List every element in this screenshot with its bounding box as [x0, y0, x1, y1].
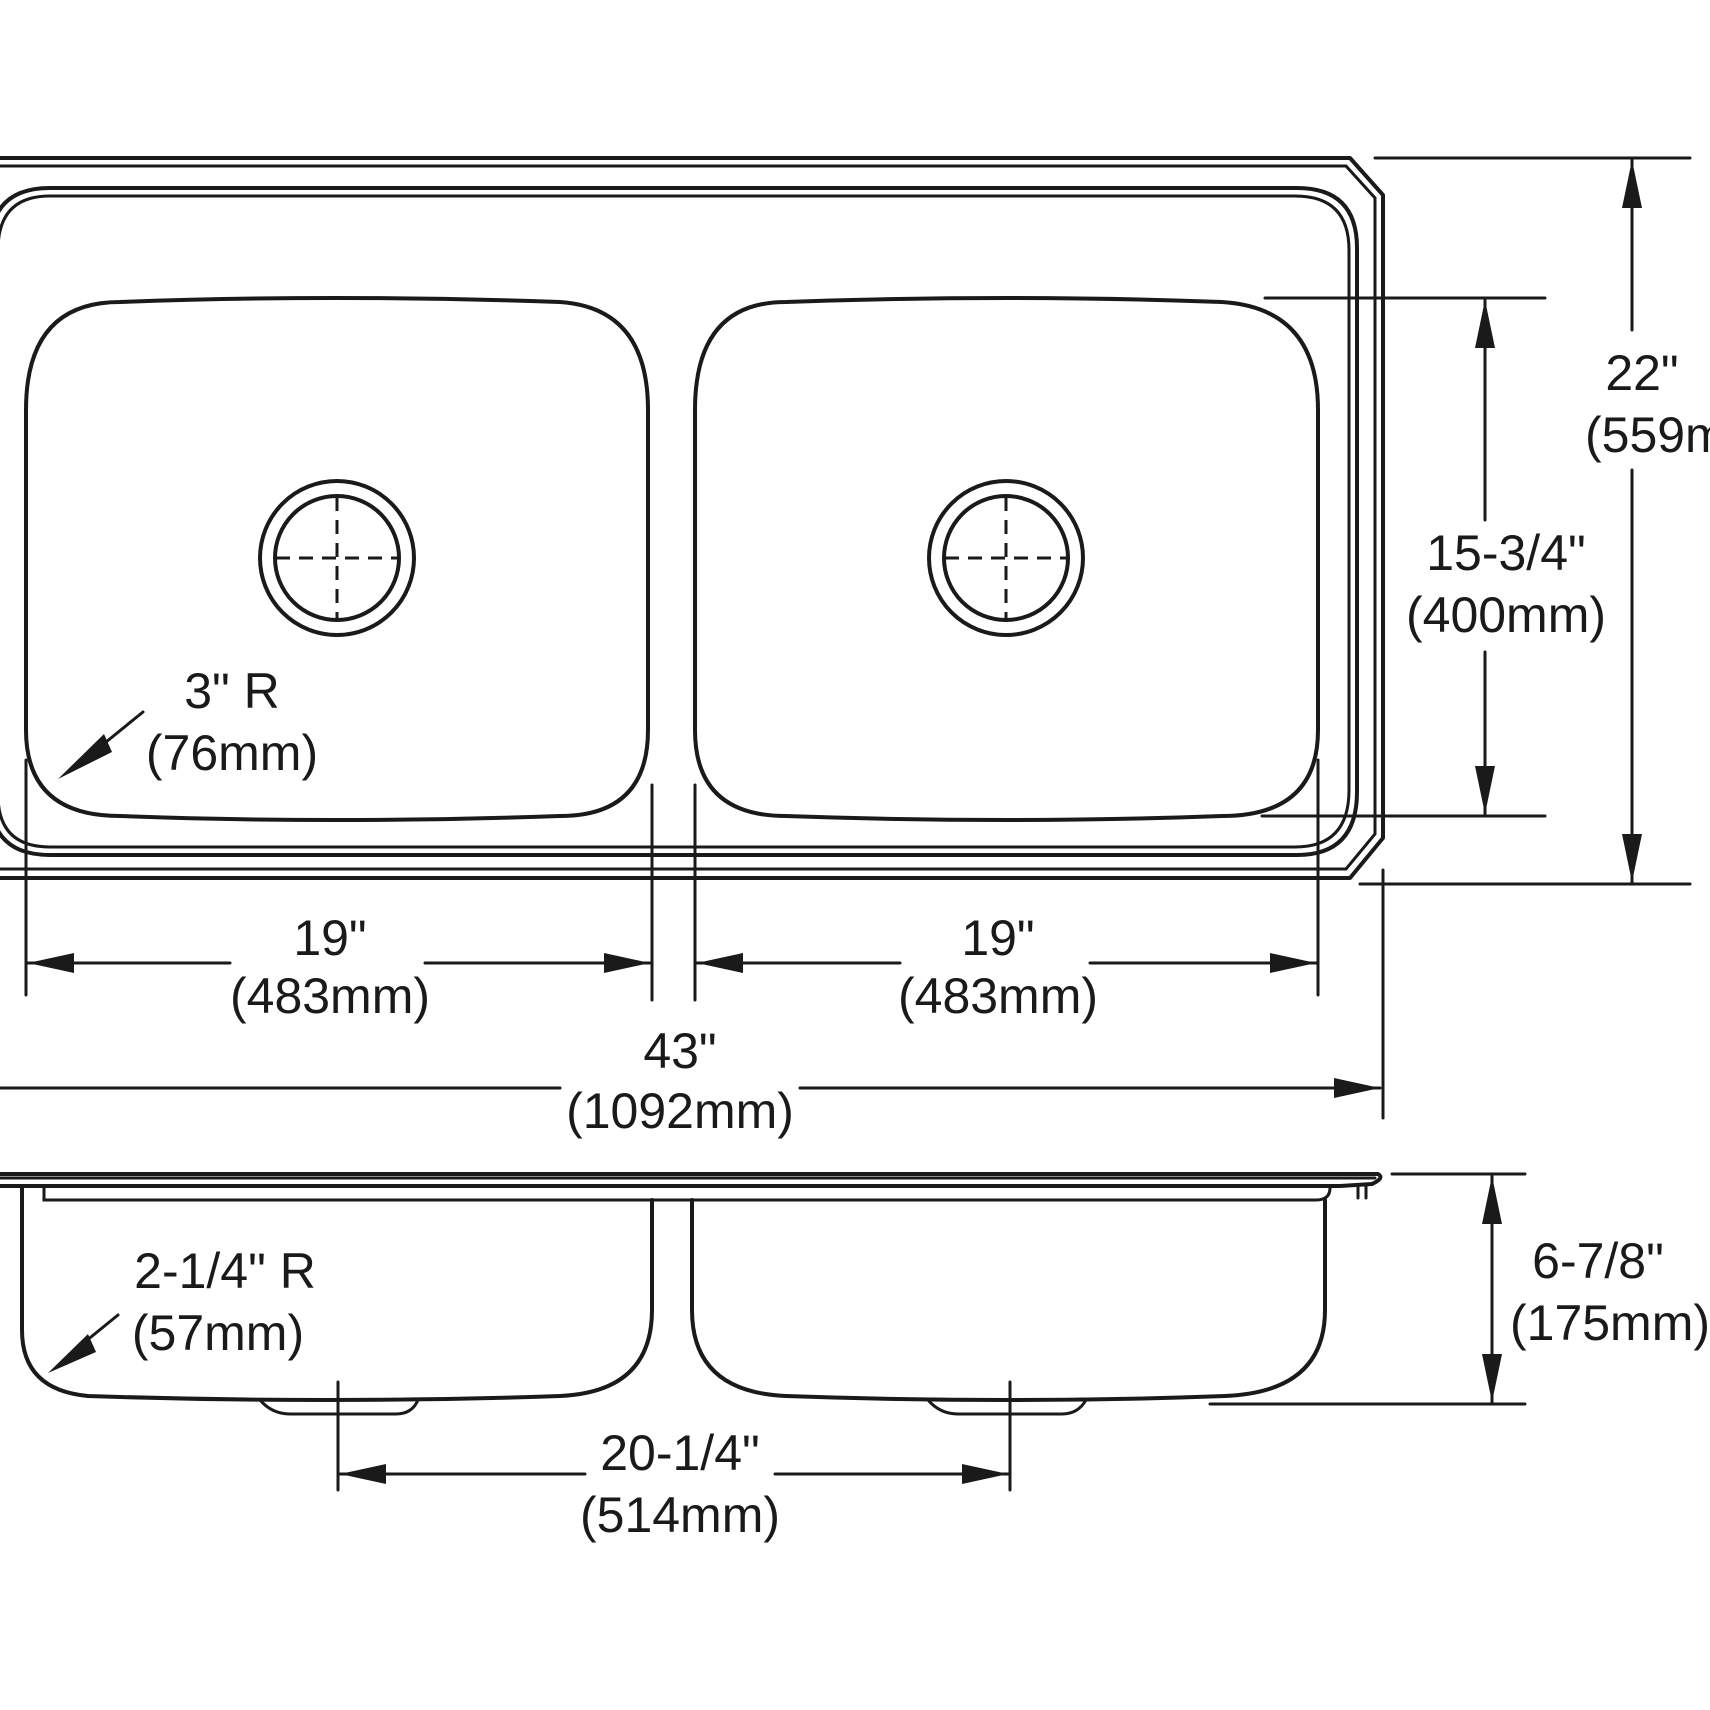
left-bowl-outline	[24, 296, 650, 822]
top-view: 3" R (76mm) 15-3/4" (400mm) 22" (559mm)	[0, 156, 1710, 1139]
right-drain-profile	[926, 1398, 1088, 1416]
corner-radius-leader	[58, 710, 145, 779]
corner-radius-top-metric: (76mm)	[146, 725, 318, 781]
left-drain-profile	[258, 1398, 420, 1416]
right-bowl-width-inches: 19"	[961, 910, 1034, 966]
left-bowl-width-inches: 19"	[293, 910, 366, 966]
bowl-depth-metric: (175mm)	[1510, 1295, 1710, 1351]
left-drain	[258, 479, 416, 637]
overall-depth-metric: (559mm)	[1585, 407, 1710, 463]
overall-width-metric: (1092mm)	[566, 1083, 794, 1139]
left-bowl-profile	[20, 1184, 654, 1402]
corner-radius-side-inches: 2-1/4" R	[134, 1243, 316, 1299]
overall-depth-inches: 22"	[1605, 345, 1678, 401]
bowl-length-dimension	[1260, 296, 1547, 818]
overall-width-inches: 43"	[643, 1023, 716, 1079]
side-radius-leader	[48, 1313, 120, 1373]
side-view: 2-1/4" R (57mm) 6-7/8" (175mm) 20-1/4" (…	[0, 1172, 1710, 1543]
right-bowl-profile	[690, 1198, 1327, 1402]
right-bowl-outline	[693, 296, 1320, 822]
right-bowl-width-dimension	[693, 758, 1320, 1002]
drain-spacing-inches: 20-1/4"	[600, 1425, 760, 1481]
right-bowl-width-metric: (483mm)	[898, 968, 1098, 1024]
sink-deck-edge	[0, 186, 1359, 857]
sink-outer-rim	[0, 156, 1385, 880]
drain-spacing-metric: (514mm)	[580, 1487, 780, 1543]
corner-radius-top-inches: 3" R	[184, 663, 280, 719]
side-inner-flange	[42, 1184, 1302, 1202]
side-rim-lip	[1298, 1186, 1332, 1202]
sink-outer-rim-inner-edge	[0, 164, 1377, 871]
bowl-length-metric: (400mm)	[1406, 587, 1606, 643]
left-bowl-width-metric: (483mm)	[230, 968, 430, 1024]
overall-width-dimension	[0, 868, 1385, 1120]
drain-spacing-dimension	[336, 1380, 1012, 1492]
overall-depth-dimension	[1358, 156, 1692, 886]
sink-deck-edge-inner	[0, 194, 1351, 849]
bowl-length-inches: 15-3/4"	[1426, 525, 1586, 581]
left-bowl-width-dimension	[24, 758, 654, 1002]
right-drain	[927, 479, 1085, 637]
corner-radius-side-metric: (57mm)	[132, 1305, 304, 1361]
bowl-depth-inches: 6-7/8"	[1532, 1233, 1664, 1289]
bowl-depth-dimension	[1208, 1172, 1527, 1406]
side-rim	[0, 1172, 1383, 1188]
